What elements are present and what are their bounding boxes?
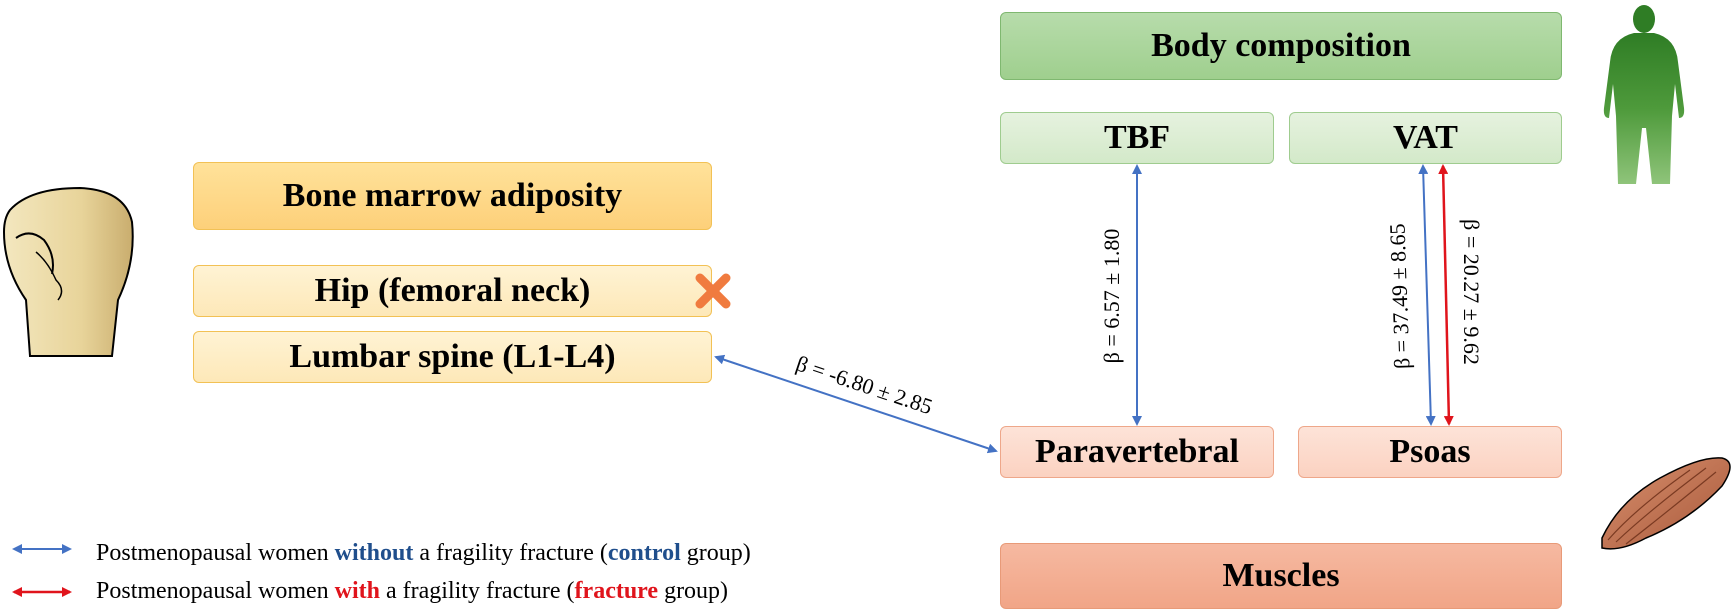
beta-vat-psoas-control: β = 37.49 ± 8.65 xyxy=(1384,223,1414,369)
hip-box: Hip (femoral neck) xyxy=(193,265,712,317)
beta-tbf-paravertebral: β = 6.57 ± 1.80 xyxy=(1099,229,1124,364)
tbf-label: TBF xyxy=(1103,119,1171,156)
arrow-lumbar-paravertebral xyxy=(714,354,998,454)
psoas-box: Psoas xyxy=(1298,426,1562,478)
legend-control: Postmenopausal women without a fragility… xyxy=(96,540,751,566)
legend-fracture: Postmenopausal women with a fragility fr… xyxy=(96,578,729,604)
arrow-vat-psoas-fracture xyxy=(1438,164,1454,426)
paravertebral-label: Paravertebral xyxy=(1035,433,1239,470)
body-composition-header: Body composition xyxy=(1000,12,1562,80)
tbf-box: TBF xyxy=(1000,112,1274,164)
bone-marrow-header: Bone marrow adiposity xyxy=(193,162,712,230)
psoas-label: Psoas xyxy=(1389,433,1471,470)
lumbar-label: Lumbar spine (L1-L4) xyxy=(289,338,616,375)
arrow-vat-psoas-control xyxy=(1418,164,1436,426)
muscles-title: Muscles xyxy=(1222,557,1340,594)
vat-label: VAT xyxy=(1393,119,1458,156)
bone-marrow-title: Bone marrow adiposity xyxy=(282,177,623,214)
vat-box: VAT xyxy=(1289,112,1562,164)
body-composition-title: Body composition xyxy=(1151,27,1411,64)
beta-lumbar-paravertebral: β = -6.80 ± 2.85 xyxy=(793,351,936,420)
no-association-cross-icon xyxy=(695,273,731,309)
lumbar-box: Lumbar spine (L1-L4) xyxy=(193,331,712,383)
muscle-icon xyxy=(1601,457,1731,550)
human-body-icon xyxy=(1603,5,1685,184)
paravertebral-box: Paravertebral xyxy=(1000,426,1274,478)
hip-label: Hip (femoral neck) xyxy=(314,272,591,309)
femur-bone-icon xyxy=(2,186,134,357)
muscles-header: Muscles xyxy=(1000,543,1562,609)
beta-vat-psoas-fracture: β = 20.27 ± 9.62 xyxy=(1459,219,1484,365)
